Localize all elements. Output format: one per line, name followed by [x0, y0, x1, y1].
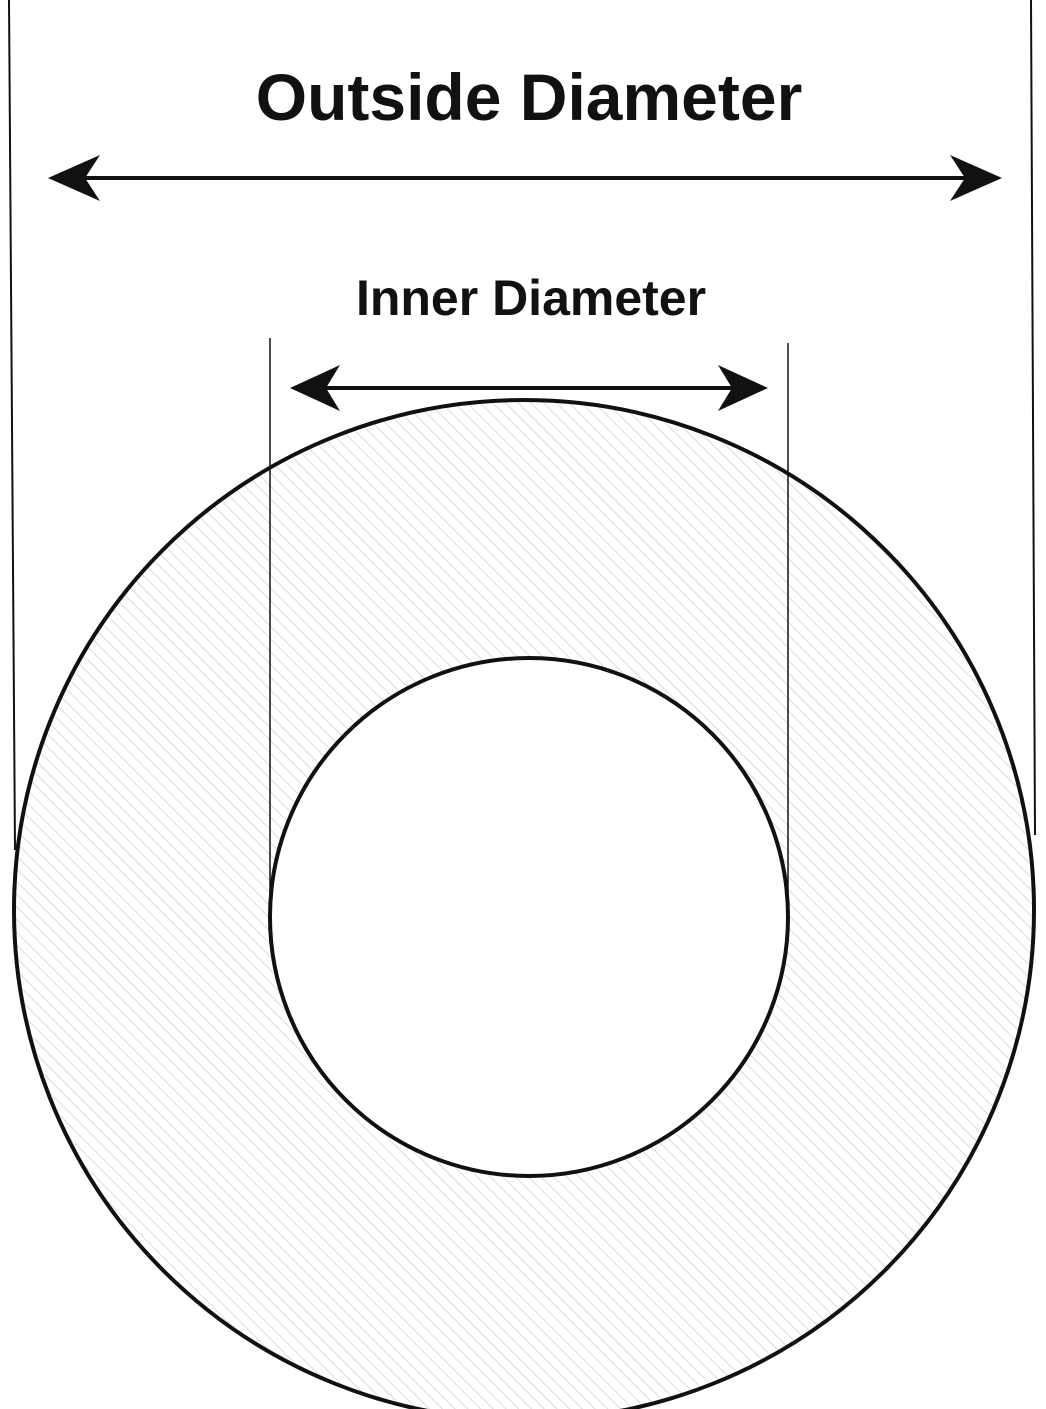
outside-extension-line-right	[1030, 0, 1036, 836]
outside-extension-line-left	[8, 0, 16, 851]
inner-circle	[268, 656, 790, 1178]
outside-diameter-label: Outside Diameter	[256, 60, 803, 134]
inner-diameter-arrow	[290, 365, 768, 411]
outside-diameter-arrow	[48, 155, 1002, 201]
outer-circle	[12, 398, 1036, 1409]
inner-diameter-label: Inner Diameter	[356, 270, 706, 326]
